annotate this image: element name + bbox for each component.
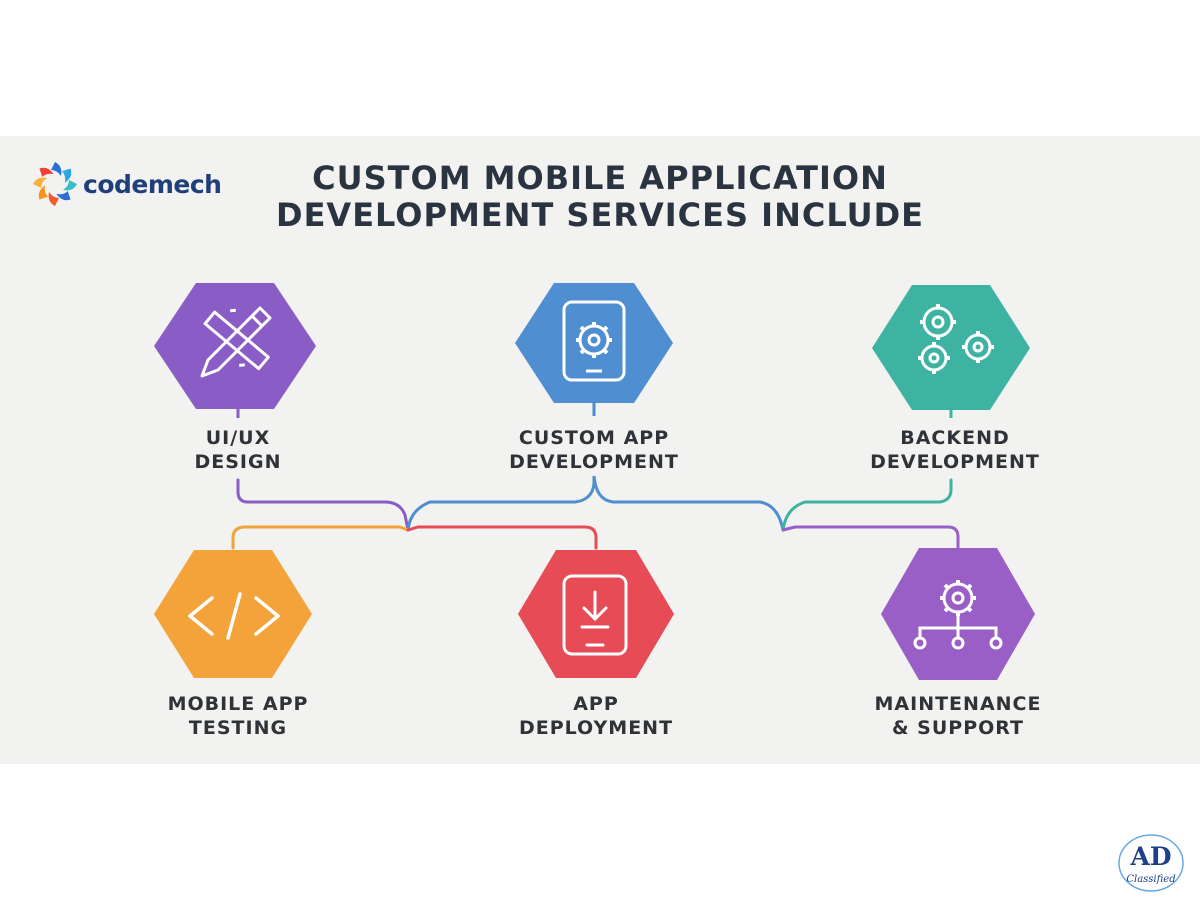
- pencil-ruler-icon: [200, 306, 272, 378]
- label-line: TESTING: [188, 717, 288, 739]
- label-maintenance-support: MAINTENANCE & SUPPORT: [838, 692, 1078, 740]
- label-line: DEVELOPMENT: [509, 451, 679, 473]
- title-line-1: CUSTOM MOBILE APPLICATION: [312, 159, 888, 197]
- hex-shape: [872, 285, 1030, 410]
- connector-uiux: [236, 478, 410, 532]
- codemech-logo: codemech: [30, 158, 240, 210]
- phone-download-icon: [562, 574, 628, 656]
- label-line: DEPLOYMENT: [518, 717, 674, 739]
- label-uiux-design: UI/UX DESIGN: [118, 426, 358, 474]
- label-line: APP: [573, 693, 619, 715]
- badge-ring-icon: [1118, 834, 1184, 892]
- code-brackets-icon: [188, 592, 280, 640]
- hex-shape: [515, 283, 673, 403]
- hex-mobile-app-testing: [154, 550, 312, 678]
- label-line: DESIGN: [194, 451, 282, 473]
- hex-shape: [154, 283, 316, 409]
- gears-icon: [918, 304, 994, 374]
- label-mobile-app-testing: MOBILE APP TESTING: [118, 692, 358, 740]
- connector-maintenance: [781, 525, 960, 550]
- hex-custom-app-development: [515, 283, 673, 416]
- ad-classified-badge: AD Classified: [1116, 832, 1186, 894]
- label-line: BACKEND: [900, 427, 1010, 449]
- badge-subtitle: Classified: [1126, 874, 1176, 885]
- label-line: DEVELOPMENT: [870, 451, 1040, 473]
- label-line: MOBILE APP: [167, 693, 309, 715]
- gear-network-icon: [913, 580, 1003, 650]
- connector-deployment: [406, 525, 598, 550]
- label-line: CUSTOM APP: [518, 427, 670, 449]
- label-line: & SUPPORT: [891, 717, 1025, 739]
- connector-lines: [231, 475, 960, 550]
- hex-maintenance-support: [881, 548, 1035, 680]
- connector-backend: [781, 478, 953, 532]
- label-app-deployment: APP DEPLOYMENT: [476, 692, 716, 740]
- page-title: CUSTOM MOBILE APPLICATION DEVELOPMENT SE…: [230, 160, 970, 234]
- hex-app-deployment: [518, 550, 674, 678]
- label-line: UI/UX: [205, 427, 271, 449]
- brand-name: codemech: [83, 169, 222, 199]
- codemech-logo-icon: [33, 162, 77, 206]
- badge-letters: AD: [1130, 842, 1172, 871]
- hex-uiux-design: [154, 283, 316, 418]
- connector-testing: [231, 525, 410, 550]
- hex-backend-development: [872, 285, 1030, 418]
- label-line: MAINTENANCE: [874, 693, 1042, 715]
- connector-custom-app: [406, 475, 785, 532]
- phone-gear-icon: [562, 300, 626, 382]
- title-line-2: DEVELOPMENT SERVICES INCLUDE: [276, 196, 924, 234]
- label-custom-app-development: CUSTOM APP DEVELOPMENT: [474, 426, 714, 474]
- label-backend-development: BACKEND DEVELOPMENT: [835, 426, 1075, 474]
